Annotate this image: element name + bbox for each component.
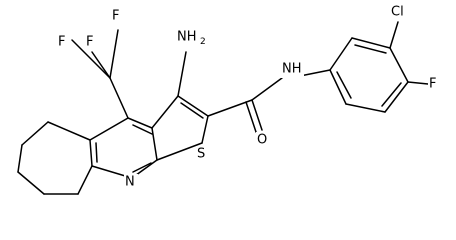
- bond: [151, 95, 179, 129]
- bond: [71, 39, 111, 79]
- bond: [351, 37, 391, 49]
- atom-label-f-top-left: F: [86, 35, 93, 50]
- bond: [389, 47, 409, 83]
- bond: [17, 171, 45, 195]
- bond: [389, 21, 399, 49]
- atom-label-amino-subscript: 2: [200, 37, 206, 47]
- bond: [207, 99, 253, 117]
- bond: [381, 82, 402, 107]
- bond: [336, 71, 352, 99]
- atom-label-f-left: F: [58, 35, 65, 50]
- bond: [180, 102, 204, 119]
- bond: [345, 103, 386, 113]
- atom-label-pyridine-n: N: [125, 175, 135, 190]
- bond: [384, 81, 409, 113]
- bond: [251, 77, 283, 101]
- bond: [132, 162, 152, 173]
- bond: [89, 139, 93, 167]
- bond: [91, 51, 111, 79]
- bond: [17, 144, 23, 173]
- bond: [47, 121, 91, 141]
- bonds: [17, 21, 429, 195]
- bond: [329, 37, 353, 71]
- bond: [299, 69, 331, 77]
- bond: [156, 142, 203, 161]
- bond: [201, 115, 209, 144]
- atom-label-chlorine: Cl: [391, 5, 404, 20]
- bond: [127, 117, 153, 129]
- bond: [177, 51, 187, 97]
- atom-label-f-top-right: F: [112, 9, 119, 24]
- bond: [329, 69, 347, 105]
- bond: [109, 77, 129, 119]
- bond: [354, 44, 387, 54]
- bond: [132, 124, 153, 135]
- bond: [151, 127, 158, 161]
- atom-labels: F F F NH 2 NH O S N Cl F: [58, 4, 440, 190]
- bond: [177, 95, 209, 117]
- bond: [251, 99, 263, 131]
- molecule-diagram: F F F NH 2 NH O S N Cl F: [17, 4, 440, 195]
- bond: [89, 117, 129, 141]
- atom-label-amide-nh: NH: [282, 62, 302, 77]
- bond: [77, 165, 93, 195]
- atom-label-thiophene-s: S: [197, 147, 205, 162]
- atom-label-aryl-f: F: [429, 77, 436, 92]
- bond: [95, 142, 98, 163]
- bond: [407, 81, 429, 85]
- atom-label-carbonyl-o: O: [257, 133, 267, 148]
- bond: [245, 101, 257, 133]
- bond: [21, 121, 49, 146]
- bond: [109, 29, 119, 79]
- atom-label-amino-nh: NH: [177, 30, 197, 45]
